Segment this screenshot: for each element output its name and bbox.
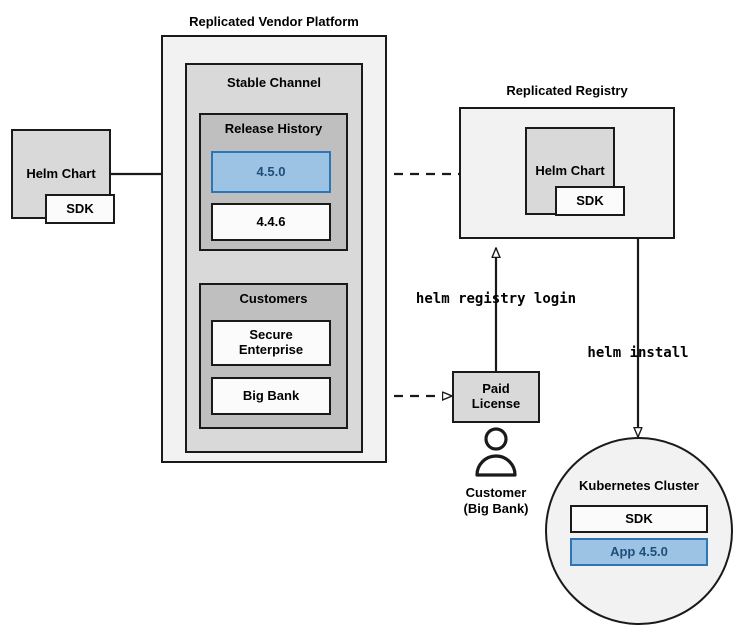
cluster-app-label: App 4.5.0 <box>610 543 668 559</box>
paid-license-label-line2: License <box>471 396 521 411</box>
paid-license-label-line1: Paid <box>482 381 510 397</box>
cluster-app-box[interactable]: App 4.5.0 <box>570 538 708 566</box>
registry-helm-chart-label: Helm Chart <box>535 162 605 178</box>
release-history-label: Release History <box>224 121 323 136</box>
cluster-sdk-label: SDK <box>625 510 653 526</box>
release-version-450-box[interactable]: 4.5.0 <box>211 151 331 193</box>
customer-secure-enterprise-box[interactable]: Secure Enterprise <box>211 320 331 366</box>
kubernetes-cluster-label: Kubernetes Cluster <box>579 478 699 493</box>
helm-chart-source-sdk-label: SDK <box>66 200 94 216</box>
helm-registry-login-label: helm registry login <box>415 291 577 307</box>
customer-actor-caption-line1: Customer <box>465 485 527 500</box>
release-version-446-label: 4.4.6 <box>256 213 286 229</box>
helm-install-label: helm install <box>587 345 689 361</box>
helm-chart-source-label: Helm Chart <box>26 165 96 181</box>
release-version-446-box[interactable]: 4.4.6 <box>211 203 331 241</box>
helm-chart-source-sdk-box[interactable]: SDK <box>45 194 115 224</box>
replicated-registry-title: Replicated Registry <box>506 83 628 98</box>
release-version-450-label: 4.5.0 <box>256 163 286 179</box>
vendor-platform-title: Replicated Vendor Platform <box>189 14 359 29</box>
registry-helm-chart-sdk-label: SDK <box>576 192 604 208</box>
registry-helm-chart-sdk-box[interactable]: SDK <box>555 186 625 216</box>
customer-secure-enterprise-label-line1: Secure <box>249 327 293 343</box>
stable-channel-label: Stable Channel <box>227 75 321 90</box>
cluster-sdk-box[interactable]: SDK <box>570 505 708 533</box>
customer-big-bank-box[interactable]: Big Bank <box>211 377 331 415</box>
customer-actor-icon <box>466 427 526 479</box>
customer-actor-caption-line2: (Big Bank) <box>463 501 529 516</box>
customer-big-bank-label: Big Bank <box>242 387 300 403</box>
customer-secure-enterprise-label-line2: Enterprise <box>238 342 304 357</box>
customers-label: Customers <box>239 291 308 306</box>
paid-license-box[interactable]: Paid License <box>452 371 540 423</box>
